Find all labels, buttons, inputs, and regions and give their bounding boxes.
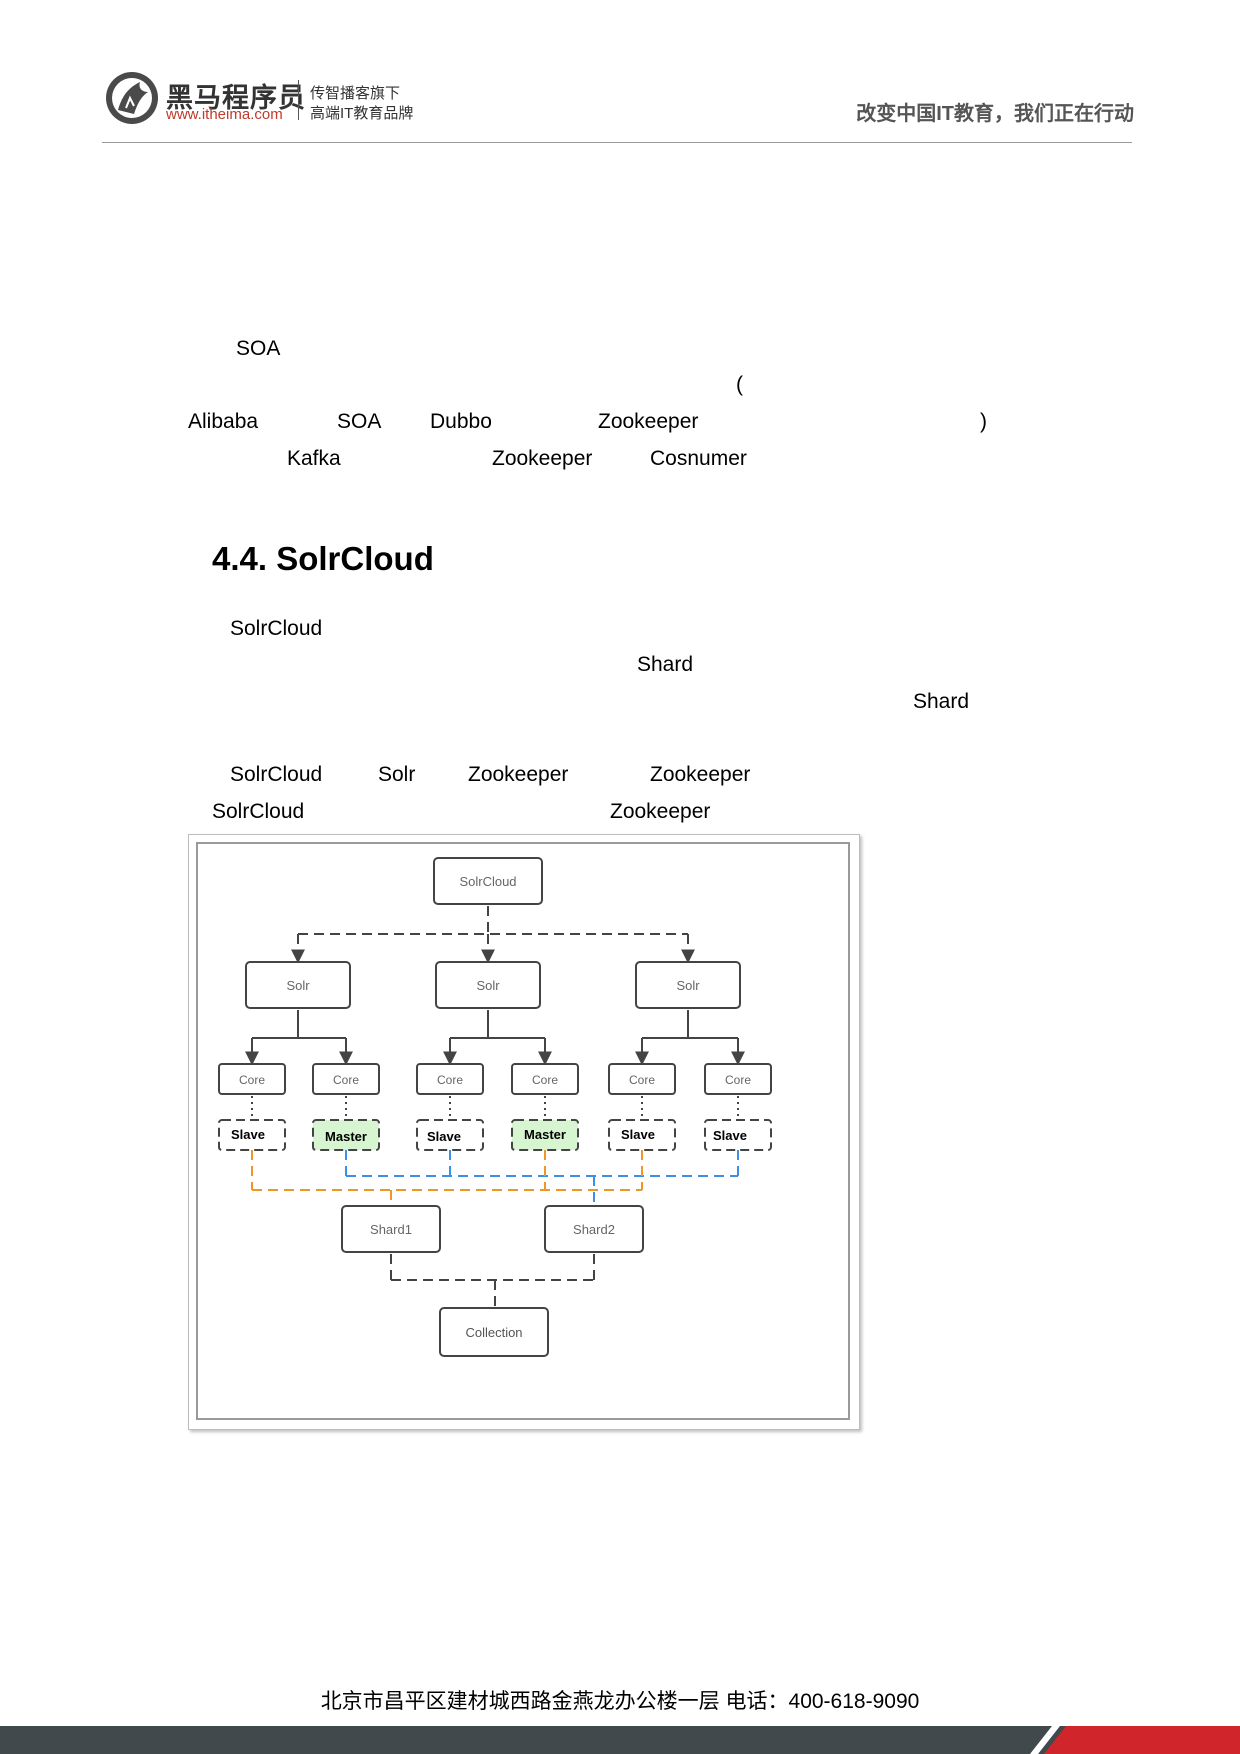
core-label: Core	[725, 1073, 751, 1087]
intro-word: SOA	[236, 337, 281, 360]
intro-word: Cosnumer	[650, 447, 747, 470]
collection-label: Collection	[465, 1325, 522, 1340]
solr-label: Solr	[676, 978, 700, 993]
shard-node: Shard1	[341, 1205, 441, 1253]
solrcloud-diagram: SolrCloud Solr Solr Solr Core Core	[218, 857, 772, 1357]
section-word: Solr	[378, 763, 416, 786]
replica-node: Master	[511, 1119, 579, 1151]
footer-address: 北京市昌平区建材城西路金燕龙办公楼一层 电话：400-618-9090	[320, 1690, 920, 1713]
section-word: SolrCloud	[212, 800, 305, 823]
root-links	[291, 906, 695, 964]
solr-core-links	[245, 1010, 745, 1066]
core-node: Core	[218, 1063, 286, 1095]
shard2-links	[345, 1150, 739, 1206]
diagram-border: SolrCloud Solr Solr Solr Core Core	[196, 842, 850, 1420]
brand-tagline-2: 高端IT教育品牌	[310, 105, 414, 122]
header-slogan: 改变中国IT教育，我们正在行动	[856, 103, 1134, 125]
replica-node: Slave	[704, 1119, 772, 1151]
replica-node: Slave	[416, 1119, 484, 1151]
intro-word: Zookeeper	[598, 410, 699, 433]
horse-logo-icon	[106, 72, 158, 124]
solrcloud-diagram-figure: SolrCloud Solr Solr Solr Core Core	[188, 834, 860, 1430]
shard-label: Shard1	[370, 1222, 412, 1237]
header-rule	[102, 142, 1132, 143]
section-word: Shard	[913, 690, 970, 713]
solr-label: Solr	[286, 978, 310, 993]
core-node: Core	[511, 1063, 579, 1095]
logo-divider	[298, 80, 299, 120]
brand-name: 黑马程序员	[166, 83, 306, 113]
replica-label: Slave	[231, 1127, 265, 1142]
replica-node: Slave	[608, 1119, 676, 1151]
replica-label: Slave	[713, 1128, 747, 1143]
shard-label: Shard2	[573, 1222, 615, 1237]
core-node: Core	[608, 1063, 676, 1095]
core-label: Core	[532, 1073, 558, 1087]
footer-accent	[1044, 1726, 1240, 1754]
replica-node: Slave	[218, 1119, 286, 1151]
replica-label: Master	[325, 1129, 367, 1144]
root-label: SolrCloud	[459, 874, 516, 889]
collection-links	[390, 1254, 595, 1306]
shard-node: Shard2	[544, 1205, 644, 1253]
intro-word: Alibaba	[188, 410, 259, 433]
core-label: Core	[333, 1073, 359, 1087]
collection-node: Collection	[439, 1307, 549, 1357]
intro-word: SOA	[337, 410, 382, 433]
section-word: Zookeeper	[468, 763, 569, 786]
root-node: SolrCloud	[433, 857, 543, 905]
replica-node: Master	[312, 1119, 380, 1151]
replica-label: Slave	[621, 1127, 655, 1142]
solr-node: Solr	[435, 961, 541, 1009]
intro-word: Zookeeper	[492, 447, 593, 470]
solr-label: Solr	[476, 978, 500, 993]
core-replica-links	[251, 1096, 739, 1120]
section-word: SolrCloud	[230, 617, 323, 640]
solr-node: Solr	[245, 961, 351, 1009]
core-label: Core	[239, 1073, 265, 1087]
footer-bar	[0, 1726, 1240, 1754]
replica-label: Master	[524, 1127, 566, 1142]
intro-word: Kafka	[287, 447, 341, 470]
core-label: Core	[629, 1073, 655, 1087]
solr-node: Solr	[635, 961, 741, 1009]
section-heading: 4.4. SolrCloud	[212, 540, 434, 577]
section-word: Shard	[637, 653, 694, 676]
core-node: Core	[704, 1063, 772, 1095]
intro-word: Dubbo	[430, 410, 492, 433]
core-node: Core	[312, 1063, 380, 1095]
brand-url[interactable]: www.itheima.com	[166, 106, 283, 123]
brand-tagline-1: 传智播客旗下	[310, 85, 401, 102]
section-word: Zookeeper	[610, 800, 711, 823]
core-label: Core	[437, 1073, 463, 1087]
intro-word: )	[980, 410, 987, 433]
section-word: Zookeeper	[650, 763, 751, 786]
intro-word: (	[736, 373, 743, 396]
shard1-links	[251, 1150, 643, 1206]
core-node: Core	[416, 1063, 484, 1095]
replica-label: Slave	[427, 1129, 461, 1144]
section-word: SolrCloud	[230, 763, 323, 786]
